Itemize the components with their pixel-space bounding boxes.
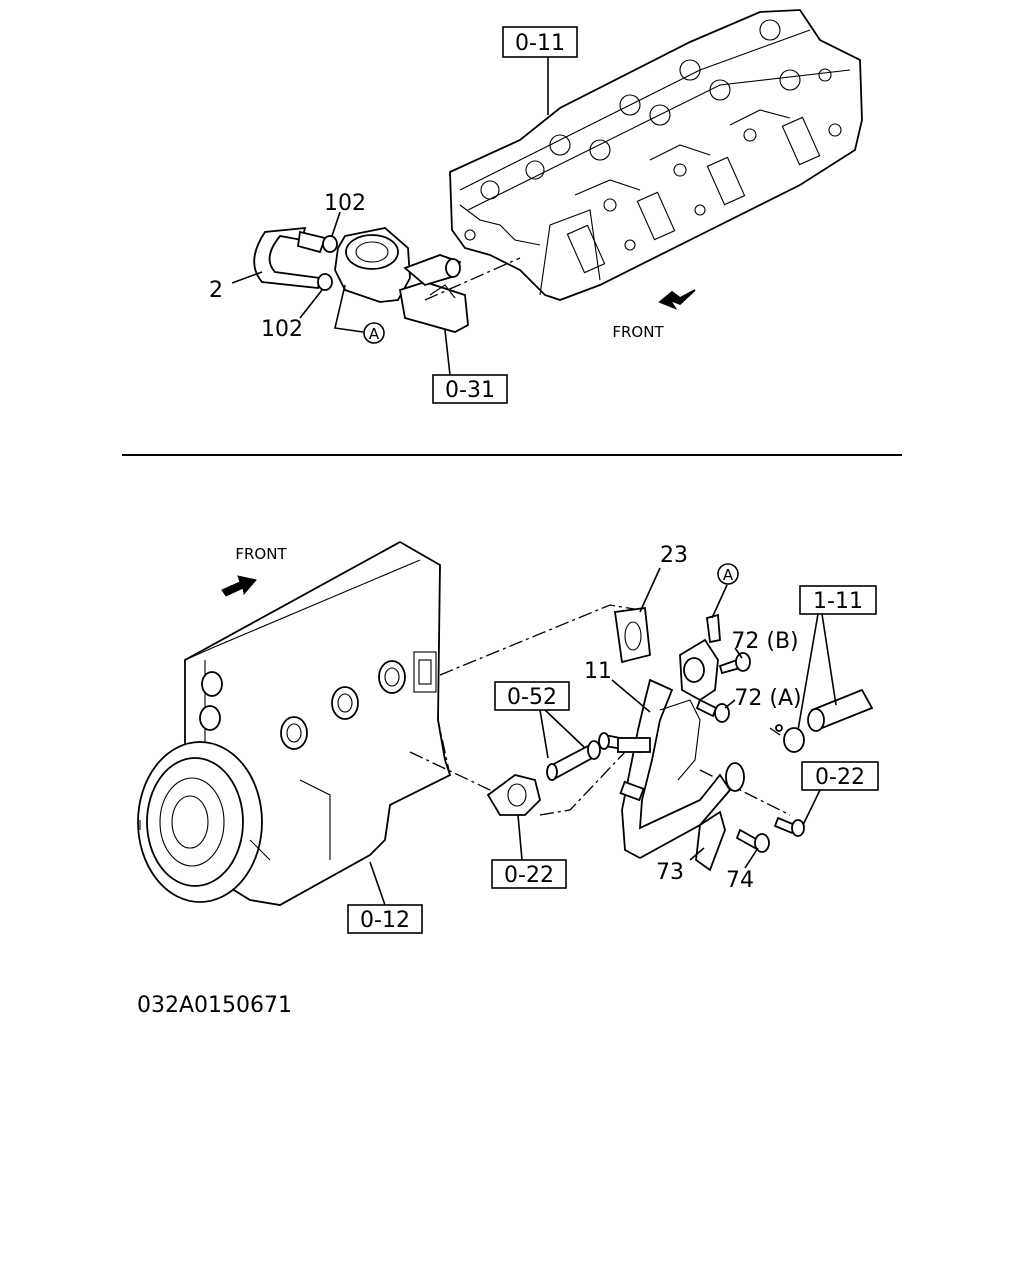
callout-a-bottom — [717, 563, 739, 585]
connection-line-pipe — [539, 751, 626, 816]
ref-cylinder-head: 0-11 — [515, 31, 565, 56]
bolt-0-22-drawing — [773, 816, 797, 835]
leader-0-52 — [539, 709, 586, 759]
label-clamp-upper: 102 — [324, 191, 366, 216]
label-bolt-74: 74 — [726, 868, 754, 893]
gasket-drawing — [613, 606, 651, 664]
label-gasket: 23 — [660, 543, 688, 568]
leader-72b — [734, 647, 743, 659]
top-view — [231, 9, 863, 376]
bolt-74-drawing — [735, 828, 760, 850]
drawing-code: 032A0150671 — [137, 993, 292, 1018]
front-arrow-bottom-icon — [221, 575, 257, 597]
connection-line-gasket — [439, 604, 641, 676]
leader-102-lower — [299, 289, 323, 319]
ref-box-0-22-left — [491, 859, 567, 889]
leader-1-11 — [797, 613, 837, 731]
ref-bypass-right: 0-22 — [815, 765, 865, 790]
leader-11 — [611, 679, 651, 713]
leader-0-31 — [444, 329, 451, 376]
leader-a — [334, 284, 364, 333]
water-outlet-drawing — [253, 226, 469, 333]
label-bolt-b: 72 (B) — [731, 629, 798, 654]
label-front-bottom: FRONT — [235, 545, 287, 563]
front-arrow-icon — [658, 289, 696, 310]
leader-74 — [744, 847, 759, 869]
bolt-72-a-drawing — [695, 698, 730, 723]
leader-102-upper — [331, 211, 341, 237]
leader-72a — [724, 699, 736, 709]
leader-2 — [231, 271, 263, 284]
ref-box-0-52 — [494, 681, 570, 711]
ref-bypass-left: 0-22 — [504, 863, 554, 888]
ref-water-outlet: 0-31 — [445, 378, 495, 403]
bolt-72-b-drawing — [718, 652, 751, 675]
bottom-view — [137, 540, 874, 906]
callout-a-top — [363, 322, 385, 344]
ref-box-1-11 — [799, 585, 877, 615]
leader-0-12 — [369, 861, 386, 906]
connection-line — [424, 257, 521, 301]
leader-73 — [689, 847, 705, 861]
connection-line-hose — [769, 727, 781, 736]
bottom-labels: FRONT 23 A 72 (B) 11 72 (A) 1-11 0-52 0-… — [235, 543, 879, 934]
label-clamp-lower: 102 — [261, 317, 303, 342]
ref-radiator-hose: 1-11 — [813, 589, 863, 614]
ref-box-0-22-right — [801, 761, 879, 791]
cylinder-head-drawing — [449, 9, 863, 301]
cylinder-block-drawing — [137, 540, 452, 906]
ref-box-0-31 — [432, 374, 508, 404]
top-labels: 0-11 102 2 102 A 0-31 FRONT — [209, 26, 664, 404]
label-hose: 2 — [209, 278, 223, 303]
inlet-fitting-drawing — [486, 774, 541, 816]
callout-a-top-label: A — [369, 325, 380, 343]
label-pipe: 11 — [584, 659, 612, 684]
callout-a-bottom-label: A — [723, 566, 734, 584]
leader-23 — [639, 567, 661, 613]
ref-heater-pipe: 0-52 — [507, 685, 557, 710]
leader-callout-a — [711, 584, 728, 619]
water-pipe-drawing — [598, 678, 745, 860]
leader-0-22-left — [517, 814, 523, 861]
ref-cylinder-block: 0-12 — [360, 908, 410, 933]
label-bracket: 73 — [656, 860, 684, 885]
label-bolt-a: 72 (A) — [734, 686, 801, 711]
leader-0-22-right — [802, 789, 821, 826]
label-front-top: FRONT — [612, 323, 664, 341]
ref-box-0-12 — [347, 904, 423, 934]
ref-box-0-11 — [502, 26, 578, 58]
